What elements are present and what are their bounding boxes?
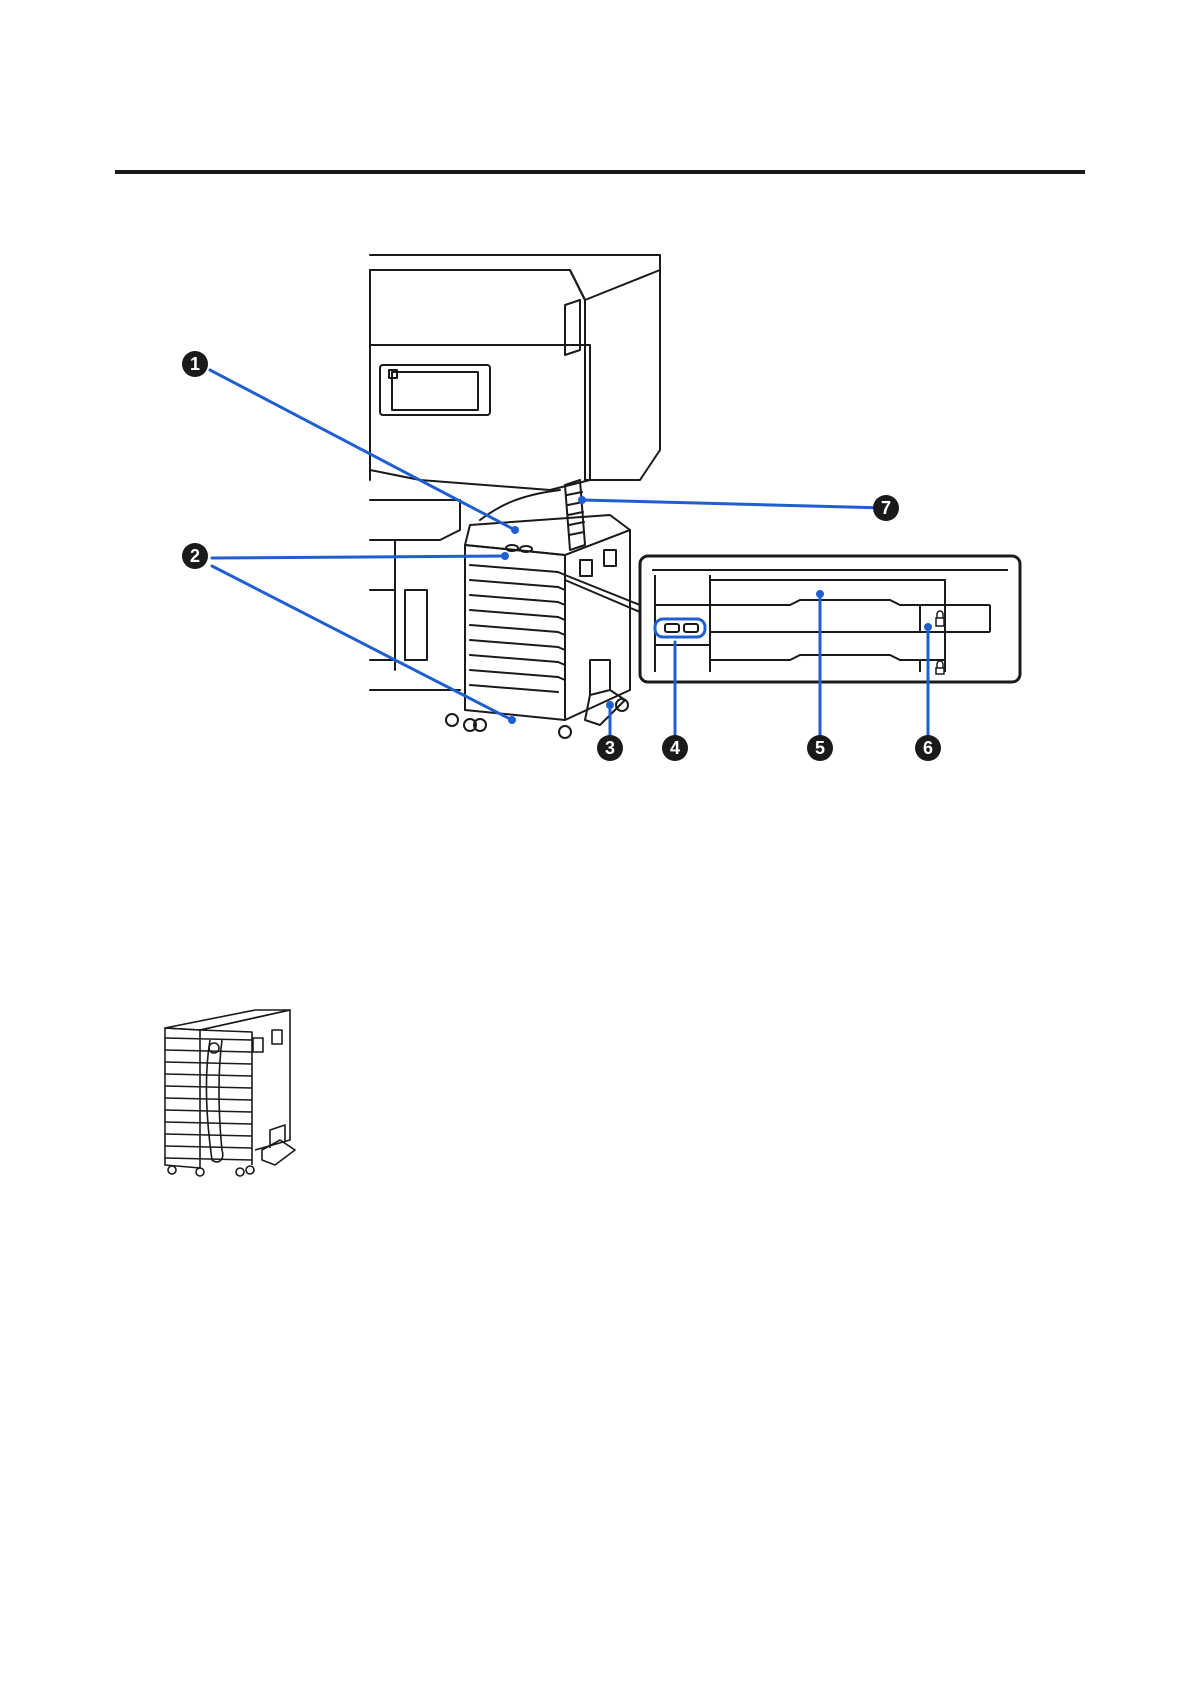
callout-3-label: 3 [605, 738, 615, 758]
callout-6-label: 6 [923, 738, 933, 758]
callout-4: 4 [662, 735, 688, 761]
callout-6: 6 [915, 735, 941, 761]
lock-icon [936, 611, 944, 674]
callout-5-label: 5 [815, 738, 825, 758]
printer-side-handle [565, 300, 580, 355]
callout-4-label: 4 [670, 738, 680, 758]
ink-supply-unit-thumbnail [165, 1010, 295, 1176]
callout-1-label: 1 [190, 354, 200, 374]
leader-lines [210, 370, 928, 748]
ink-supply-unit-side [565, 530, 630, 720]
callout-2-label: 2 [190, 546, 200, 566]
callout-1: 1 [182, 351, 208, 377]
callout-7: 7 [873, 495, 899, 521]
printer-front-panel [370, 345, 590, 490]
callout-2: 2 [182, 543, 208, 569]
printer-stand [370, 500, 460, 540]
callout-3: 3 [597, 735, 623, 761]
callout-5: 5 [807, 735, 833, 761]
printer-top-cover [370, 255, 660, 480]
callout-7-label: 7 [881, 498, 891, 518]
